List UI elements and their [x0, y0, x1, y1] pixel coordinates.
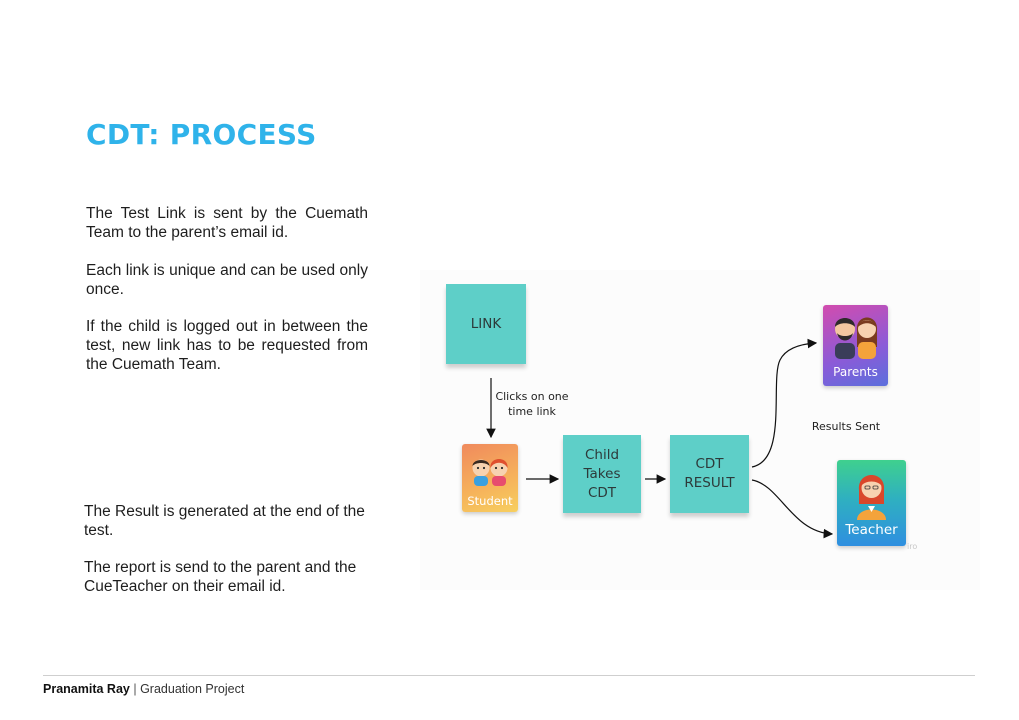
label-clicks-line2: time link [508, 405, 556, 418]
footer-author: Pranamita Ray [43, 682, 130, 696]
paragraph-test-link: The Test Link is sent by the Cuemath Tea… [86, 205, 368, 241]
sticky-child-takes-cdt: Child Takes CDT [563, 435, 641, 513]
paragraph-logged-out: If the child is logged out in between th… [86, 318, 368, 373]
paragraph-report-sent: The report is send to the parent and the… [84, 559, 357, 595]
paragraph-result-generated: The Result is generated at the end of th… [84, 503, 365, 539]
result-line2: RESULT [684, 475, 735, 491]
process-diagram: LINK Clicks on one time link Student Chi… [420, 270, 980, 590]
sticky-cdt-result: CDT RESULT [670, 435, 749, 513]
student-children-icon [472, 459, 508, 486]
sticky-link-label: LINK [470, 315, 502, 332]
child-line2: Takes [583, 465, 621, 482]
arrow-result-to-teacher [751, 479, 834, 539]
child-line1: Child [584, 446, 620, 463]
footer-separator: | [133, 682, 137, 696]
teacher-icon [857, 475, 886, 520]
student-card-label: Student [467, 494, 513, 508]
result-line1: CDT [695, 456, 724, 472]
label-clicks-one-time-link: Clicks on one time link [492, 389, 572, 419]
label-results-sent: Results Sent [811, 420, 881, 433]
parents-card-label: Parents [833, 365, 878, 379]
arrow-result-to-parents [751, 338, 818, 468]
footer-divider [43, 675, 975, 676]
label-clicks-line1: Clicks on one [495, 390, 569, 403]
page-title: CDT: PROCESS [86, 118, 317, 151]
teacher-card: Teacher [837, 460, 906, 546]
child-line3: CDT [587, 484, 617, 501]
diagram-connectors [486, 338, 834, 539]
parents-card: Parents [823, 305, 888, 386]
watermark-text: iro [907, 542, 918, 551]
paragraph-unique-link: Each link is unique and can be used only… [86, 262, 368, 298]
footer: Pranamita Ray | Graduation Project [43, 682, 244, 696]
parents-icon [835, 317, 878, 359]
student-card: Student [462, 444, 518, 512]
teacher-card-label: Teacher [845, 522, 898, 538]
sticky-link: LINK [446, 284, 526, 364]
footer-project: Graduation Project [140, 682, 245, 696]
